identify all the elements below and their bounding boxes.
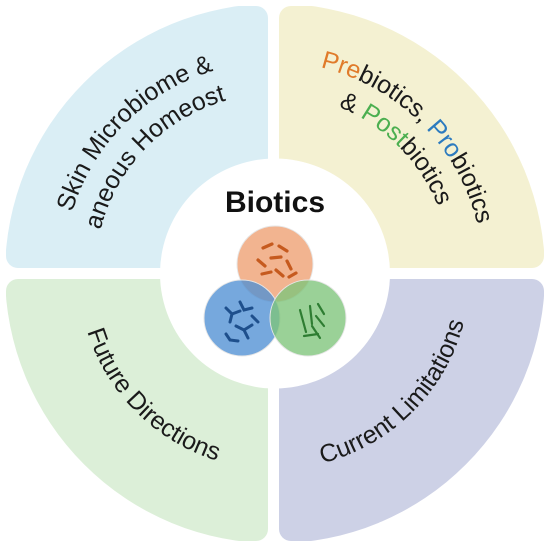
- venn-diagram: [203, 225, 347, 357]
- slender-rod-bacteria-icon: [298, 302, 326, 340]
- venn-circle-right: [269, 279, 347, 357]
- center-title: Biotics: [225, 186, 325, 219]
- rod-bacteria-icon: [256, 242, 298, 279]
- branched-bacteria-icon: [224, 300, 260, 343]
- venn-circle-left: [203, 279, 281, 357]
